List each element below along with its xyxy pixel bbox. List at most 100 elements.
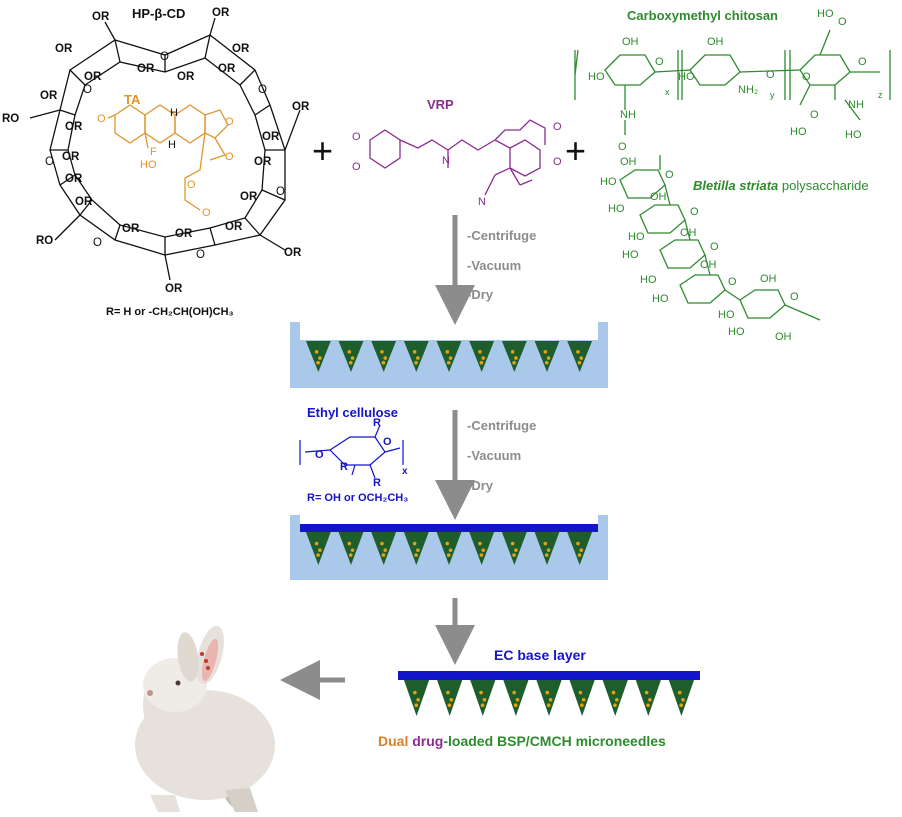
drug-particle <box>412 541 417 546</box>
drug-particle <box>350 548 355 552</box>
svg-text:OR: OR <box>92 11 110 23</box>
drug-particle <box>316 360 320 365</box>
svg-text:OR: OR <box>254 156 272 168</box>
svg-text:-Dry: -Dry <box>467 287 494 302</box>
drug-particle <box>677 690 682 695</box>
svg-text:O: O <box>93 237 102 249</box>
drug-particle <box>613 703 617 707</box>
drug-particle <box>510 350 515 354</box>
drug-particle <box>546 703 551 707</box>
microneedle <box>338 341 364 372</box>
svg-text:O: O <box>810 109 819 121</box>
svg-text:OR: OR <box>65 121 83 133</box>
microneedle <box>436 532 462 565</box>
drug-particle <box>481 356 486 360</box>
svg-text:R: R <box>373 417 381 429</box>
drug-particle <box>380 350 384 354</box>
svg-text:R: R <box>373 477 381 489</box>
drug-particle <box>581 698 586 702</box>
drug-particle <box>380 541 384 546</box>
drug-particle <box>414 553 418 557</box>
mold-2-needles <box>305 532 593 565</box>
drug-particle <box>514 356 518 360</box>
drug-particle <box>679 703 683 707</box>
drug-particle <box>579 356 584 360</box>
drug-particle <box>416 548 420 552</box>
svg-text:OH: OH <box>700 259 717 271</box>
drug-particle <box>445 350 450 354</box>
microneedle <box>567 341 593 372</box>
svg-text:H: H <box>168 139 176 151</box>
drug-particle <box>546 548 551 552</box>
microneedle <box>436 341 462 372</box>
drug-particle <box>543 541 548 546</box>
svg-text:H: H <box>170 107 178 119</box>
drug-particle <box>576 350 580 354</box>
mold-2 <box>290 515 608 580</box>
svg-text:R: R <box>340 461 348 473</box>
bsp-structure <box>619 155 821 321</box>
svg-text:OR: OR <box>175 228 193 240</box>
svg-text:O: O <box>553 156 562 168</box>
cmch-structure <box>574 29 891 135</box>
svg-text:OR: OR <box>62 151 80 163</box>
microneedle <box>469 341 495 372</box>
drug-particle <box>412 350 417 354</box>
drug-particle <box>546 356 551 360</box>
svg-text:O: O <box>790 291 799 303</box>
svg-text:HO: HO <box>652 293 669 305</box>
svg-text:OH: OH <box>620 156 637 168</box>
microneedle <box>470 680 496 716</box>
drug-particle <box>381 360 386 365</box>
svg-text:x: x <box>402 466 408 477</box>
svg-text:O: O <box>766 69 775 81</box>
drug-particle <box>615 698 619 702</box>
svg-text:O: O <box>383 436 392 448</box>
microneedle <box>371 341 397 372</box>
microneedle <box>469 532 495 565</box>
drug-particle <box>512 553 516 557</box>
drug-particle <box>448 548 453 552</box>
microneedle <box>437 680 463 716</box>
drug-particle <box>577 360 582 365</box>
svg-text:HO: HO <box>600 176 617 188</box>
microneedle <box>371 532 397 565</box>
drug-particle <box>578 690 583 695</box>
drug-particle <box>348 360 353 365</box>
ta-labels: TA O H H F HO O O O O <box>97 92 234 219</box>
svg-text:z: z <box>878 90 883 100</box>
svg-text:OR: OR <box>122 223 140 235</box>
svg-text:-Centrifuge: -Centrifuge <box>467 418 536 433</box>
svg-text:OR: OR <box>137 63 155 75</box>
steps-1: -Centrifuge -Vacuum -Dry <box>467 228 536 302</box>
svg-text:RO: RO <box>36 235 53 247</box>
drug-particle <box>416 356 420 360</box>
svg-text:HO: HO <box>628 231 645 243</box>
drug-particle <box>479 690 483 695</box>
microneedle <box>305 341 331 372</box>
microneedle <box>503 680 529 716</box>
ethyl-cellulose-labels: Ethyl cellulose R O O R R x R= OH or OCH… <box>307 405 408 504</box>
svg-text:OR: OR <box>165 283 183 295</box>
svg-text:OR: OR <box>55 43 73 55</box>
svg-text:OR: OR <box>75 196 93 208</box>
mold-1-needles <box>305 341 593 372</box>
drug-particle <box>318 548 322 552</box>
drug-particle <box>448 356 453 360</box>
microneedle <box>534 532 560 565</box>
drug-particle <box>481 548 486 552</box>
svg-text:OR: OR <box>284 247 302 259</box>
svg-text:O: O <box>83 84 92 96</box>
steps-2: -Centrifuge -Vacuum -Dry <box>467 418 536 493</box>
svg-text:O: O <box>665 169 674 181</box>
svg-text:OR: OR <box>240 191 258 203</box>
svg-text:HO: HO <box>140 159 157 171</box>
hp-beta-cd-title: HP-β-CD <box>132 6 185 21</box>
drug-particle <box>447 703 452 707</box>
drug-particle <box>515 698 520 702</box>
drug-particle <box>512 690 516 695</box>
bsp-title: Bletilla striata polysaccharide <box>693 178 869 193</box>
vrp-structure <box>369 119 546 196</box>
svg-text:HO: HO <box>622 249 639 261</box>
